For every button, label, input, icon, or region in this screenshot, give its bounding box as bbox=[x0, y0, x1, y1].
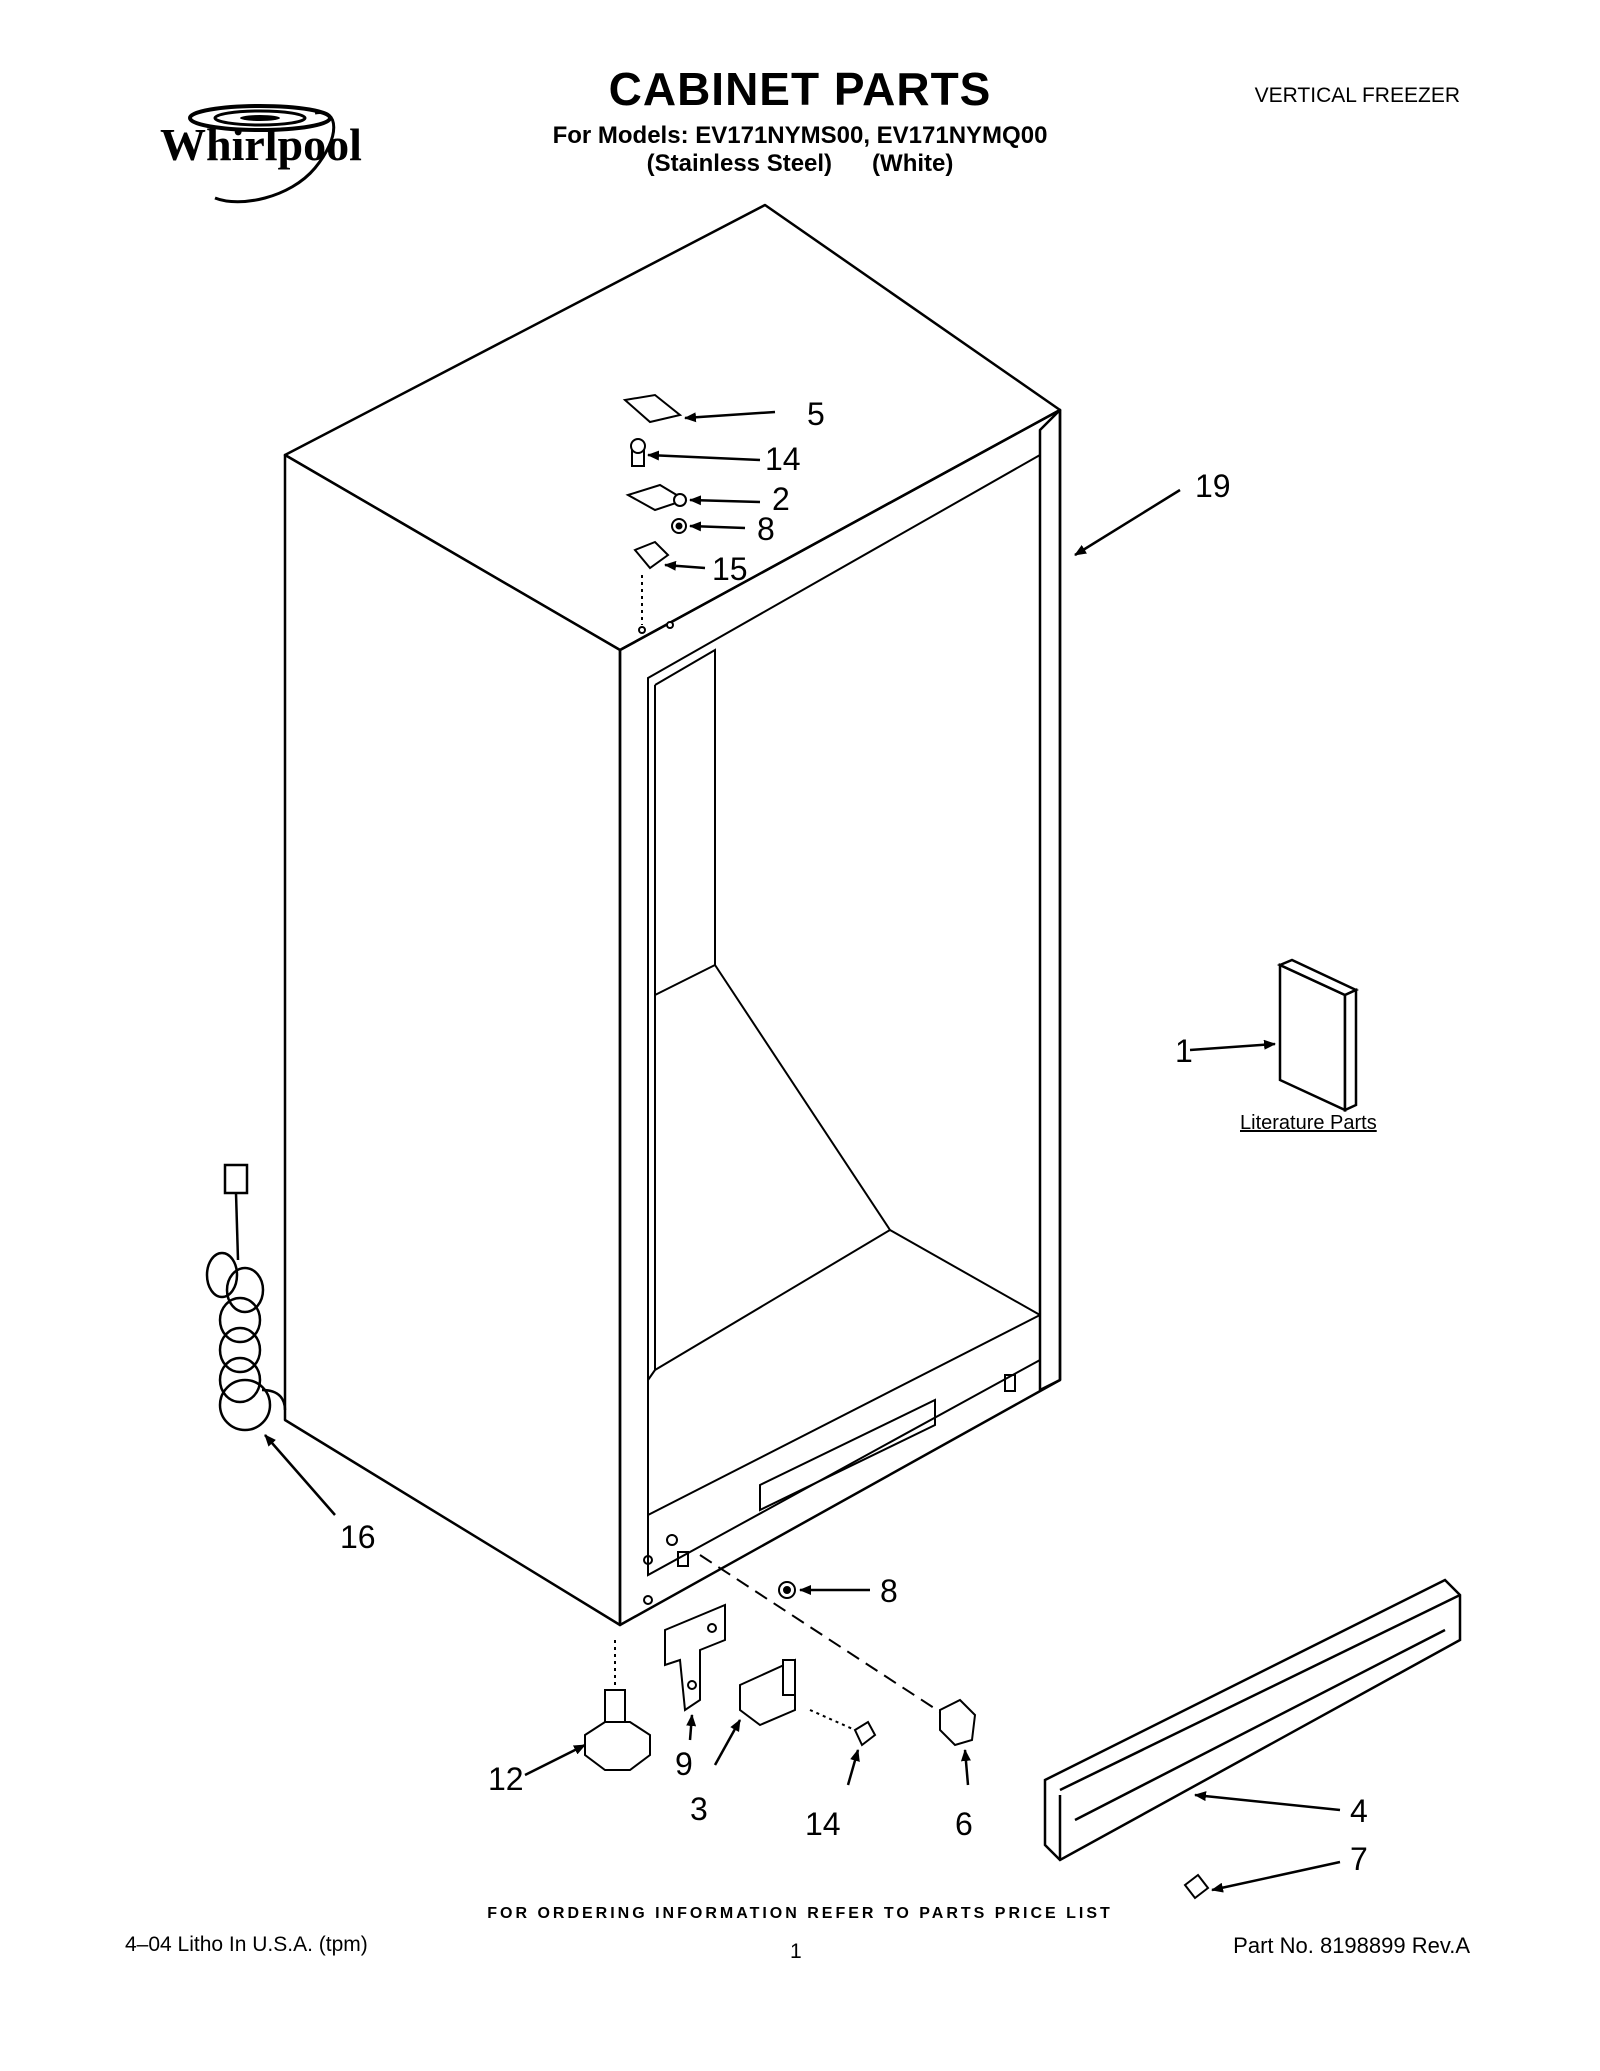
litho-note: 4–04 Litho In U.S.A. (tpm) bbox=[125, 1933, 368, 1956]
models-line: For Models: EV171NYMS00, EV171NYMQ00 bbox=[552, 122, 1048, 149]
page-number: 1 bbox=[790, 1940, 802, 1963]
page-title: CABINET PARTS bbox=[608, 63, 992, 115]
callout-14-bottom: 14 bbox=[805, 1806, 841, 1842]
callout-9: 9 bbox=[675, 1746, 693, 1782]
leveling-leg bbox=[584, 1640, 651, 1771]
callout-8-top: 8 bbox=[757, 511, 775, 547]
mounting-hardware bbox=[664, 1554, 1210, 1900]
callout-1: 1 bbox=[1175, 1033, 1193, 1069]
hinge-parts bbox=[622, 393, 688, 634]
ordering-note: FOR ORDERING INFORMATION REFER TO PARTS … bbox=[487, 1905, 1113, 1922]
callout-14-top: 14 bbox=[765, 441, 801, 477]
literature-booklet bbox=[1276, 958, 1359, 1112]
kickplate-grille bbox=[1043, 1578, 1462, 1862]
variants-line: (Stainless Steel) (White) bbox=[646, 150, 954, 177]
callout-7: 7 bbox=[1350, 1841, 1368, 1877]
callout-15: 15 bbox=[712, 551, 748, 587]
callout-5: 5 bbox=[807, 396, 825, 432]
category-label: VERTICAL FREEZER bbox=[1254, 84, 1460, 107]
callout-12: 12 bbox=[488, 1761, 524, 1797]
logo-wordmark: Whirlpool bbox=[160, 119, 362, 170]
part-number: Part No. 8198899 Rev.A bbox=[1233, 1933, 1470, 1958]
callout-3: 3 bbox=[690, 1791, 708, 1827]
callout-19: 19 bbox=[1195, 468, 1231, 504]
callout-16: 16 bbox=[340, 1519, 376, 1555]
power-cord bbox=[205, 1163, 287, 1432]
leader-arrows bbox=[264, 410, 1341, 1893]
freezer-opening bbox=[643, 453, 1041, 1605]
whirlpool-logo: Whirlpool bbox=[160, 104, 362, 204]
callout-8-bottom: 8 bbox=[880, 1573, 898, 1609]
callout-4: 4 bbox=[1350, 1793, 1368, 1829]
literature-parts-label: Literature Parts bbox=[1240, 1112, 1377, 1134]
callout-2: 2 bbox=[772, 481, 790, 517]
callout-6: 6 bbox=[955, 1806, 973, 1842]
freezer-cabinet bbox=[283, 203, 1062, 1627]
